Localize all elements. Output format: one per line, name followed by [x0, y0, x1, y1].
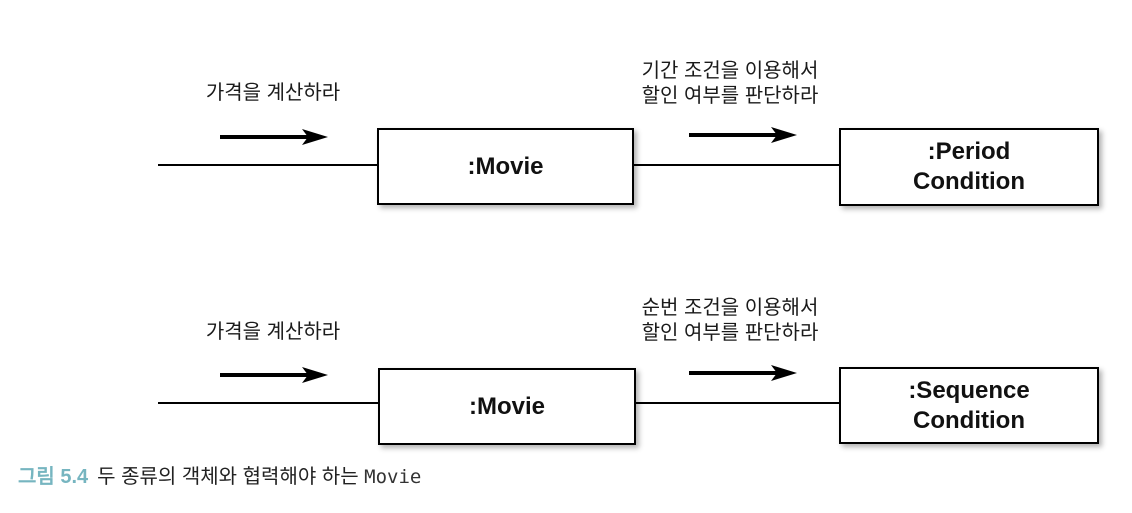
object-box-period-condition: :Period Condition: [839, 128, 1099, 206]
object-box-movie-label: :Movie: [467, 152, 544, 180]
object-box-period-line2: Condition: [913, 168, 1025, 195]
message-arrow-icon: [220, 129, 328, 145]
message-arrow-icon: [689, 365, 797, 381]
figure-caption-code: Movie: [364, 466, 422, 488]
request-message-label: 가격을 계산하라: [205, 82, 341, 104]
delegated-message-line1: 기간 조건을 이용해서: [641, 60, 819, 82]
object-box-sequence-condition: :Sequence Condition: [839, 367, 1099, 444]
delegated-message-line2: 할인 여부를 판단하라: [641, 85, 819, 107]
delegated-message-label: 기간 조건을 이용해서 할인 여부를 판단하라: [629, 59, 831, 109]
object-box-sequence-line2: Condition: [913, 406, 1025, 434]
figure-caption: 그림 5.4 두 종류의 객체와 협력해야 하는 Movie: [18, 464, 421, 490]
object-box-sequence-line1: :Sequence: [908, 376, 1030, 404]
delegated-message-label: 순번 조건을 이용해서 할인 여부를 판단하라: [629, 296, 831, 346]
figure-number-label: 그림 5.4: [18, 466, 89, 488]
delegated-message-line1: 순번 조건을 이용해서: [641, 297, 819, 319]
request-message-label: 가격을 계산하라: [205, 321, 341, 343]
delegated-message-line2: 할인 여부를 판단하라: [641, 322, 819, 344]
figure-caption-text: 두 종류의 객체와 협력해야 하는: [97, 466, 359, 488]
message-arrow-icon: [220, 367, 328, 383]
object-box-movie: :Movie: [378, 368, 636, 445]
message-arrow-icon: [689, 127, 797, 143]
object-box-period-line1: :Period: [927, 138, 1011, 165]
object-box-movie: :Movie: [377, 128, 634, 205]
object-box-movie-label: :Movie: [468, 392, 545, 420]
